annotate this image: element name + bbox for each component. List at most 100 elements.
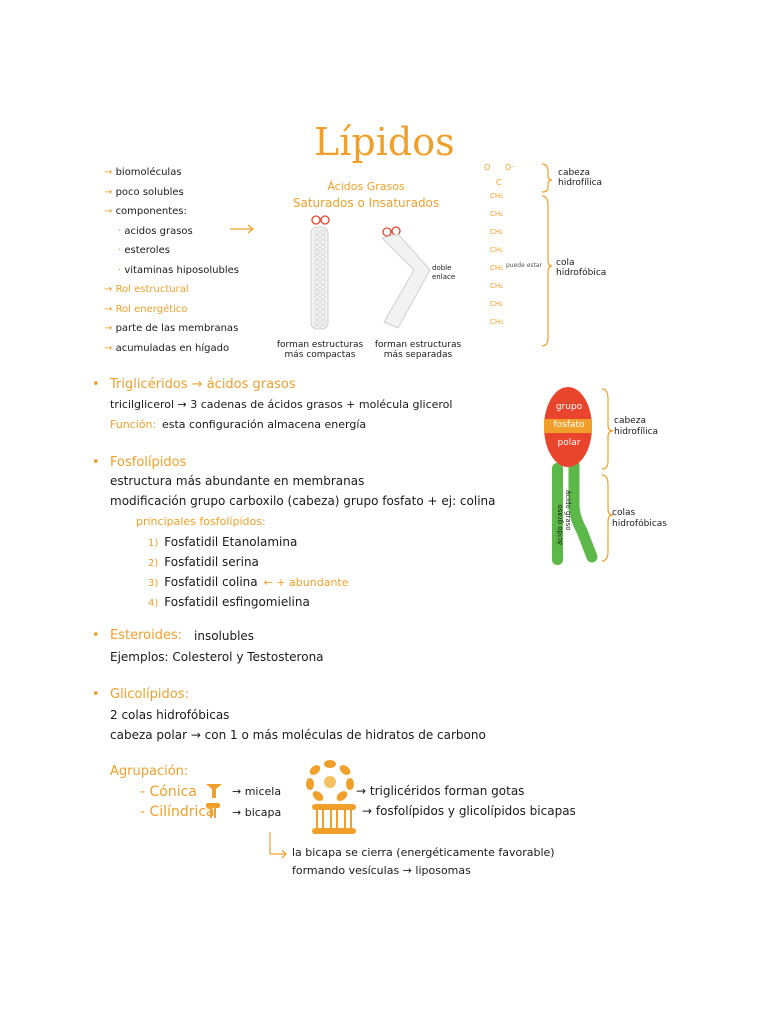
intro-list-text: acidos grasos xyxy=(124,225,193,237)
intro-list-item: → acumuladas en hígado xyxy=(104,339,284,359)
bullet-phospholipids: • xyxy=(92,455,100,470)
lipid-shape-icons xyxy=(206,784,222,818)
intro-list-text: componentes: xyxy=(115,206,187,217)
closing-line1: la bicapa se cierra (energéticamente fav… xyxy=(292,846,555,859)
bullet-arrow-icon: → xyxy=(104,342,116,354)
intro-list-text: acumuladas en hígado xyxy=(115,342,230,354)
triglicerides-line1: tricilglicerol → 3 cadenas de ácidos gra… xyxy=(110,398,453,411)
steroids-examples: Ejemplos: Colesterol y Testosterona xyxy=(110,650,324,664)
intro-list-text: Rol estructural xyxy=(115,284,189,295)
intro-list-item: → biomoléculas xyxy=(104,163,284,183)
chain-carbon: C xyxy=(496,178,502,187)
phospholipids-list: 1) Fosfatidil Etanolamina 2) Fosfatidil ser… xyxy=(148,532,349,612)
micelle-label: → micela xyxy=(232,785,282,798)
phospholipids-title: Fosfolípidos xyxy=(110,455,187,470)
bullet-glycolipids: • xyxy=(92,687,100,702)
phospholipid-item-number: 4) xyxy=(148,598,159,609)
phospholipid-illustration xyxy=(544,387,598,565)
chain-oxygen-left: O xyxy=(484,163,491,172)
chain-group: CH₂ xyxy=(490,228,503,236)
bullet-steroids: • xyxy=(92,628,100,643)
bullet-arrow-icon: · xyxy=(118,245,125,256)
grouping-conic: - Cónica xyxy=(140,784,197,800)
glycolipids-title: Glicolípidos: xyxy=(110,687,189,702)
steroids-text: insolubles xyxy=(194,629,255,643)
phospholipid-braces xyxy=(601,388,614,562)
chain-note: puede estar xyxy=(506,262,543,269)
fatty-acids-heading: Ácidos Grasos xyxy=(327,180,405,193)
micelle-bilayer-illustration xyxy=(306,760,356,834)
tail2-label: ácido graso xyxy=(564,490,572,531)
steroids-title: Esteroides: xyxy=(110,628,183,643)
intro-list-text: Rol energético xyxy=(115,303,188,315)
page-title: Lípidos xyxy=(314,120,455,164)
phospholipids-subtitle: principales fosfolípidos: xyxy=(136,515,266,528)
chain-braces xyxy=(541,163,553,347)
intro-list-item: · vitaminas hiposolubles xyxy=(104,261,284,281)
phospholipid-item: 2) Fosfatidil serina xyxy=(148,552,349,572)
intro-list-text: esteroles xyxy=(124,245,170,256)
tail1-label: ácido graso xyxy=(556,504,564,545)
intro-list-item: → Rol estructural xyxy=(104,280,284,300)
phospholipids-line2: modificación grupo carboxilo (cabeza) gr… xyxy=(110,494,496,508)
phospholipid-tail-label: colas hidrofóbicas xyxy=(612,508,667,529)
phospholipid-item: 4) Fosfatidil esfingomielina xyxy=(148,592,349,612)
phospholipid-item-number: 2) xyxy=(148,558,159,569)
grouping-title: Agrupación: xyxy=(110,764,189,779)
unsaturated-caption: forman estructuras más separadas xyxy=(374,340,462,360)
double-bond-label: doble enlace xyxy=(432,264,456,281)
chain-head-label: cabeza hidrofílica xyxy=(558,168,603,188)
phospholipids-line1: estructura más abundante en membranas xyxy=(110,474,365,488)
phospholipid-head-line2: fosfato xyxy=(553,420,585,430)
bullet-arrow-icon: · xyxy=(118,225,125,237)
intro-list-item: → poco solubles xyxy=(104,183,284,203)
phospholipid-item: 1) Fosfatidil Etanolamina xyxy=(148,532,349,552)
phospholipid-item-text: Fosfatidil Etanolamina xyxy=(164,535,298,549)
intro-list-item: · acidos grasos xyxy=(104,222,284,242)
phospholipid-item-number: 3) xyxy=(148,578,159,589)
bullet-arrow-icon: → xyxy=(104,186,116,198)
chain-tail-label: cola hidrofóbica xyxy=(556,258,607,278)
corner-arrow-icon xyxy=(269,832,287,859)
bullet-arrow-icon: → xyxy=(104,303,116,315)
intro-list-text: poco solubles xyxy=(115,186,184,198)
triglicerides-title: Triglicéridos → ácidos grasos xyxy=(110,377,296,392)
function-text: esta configuración almacena energía xyxy=(162,418,367,431)
phospholipid-head-label: cabeza hidrofílica xyxy=(614,416,659,437)
glycolipids-line2: cabeza polar → con 1 o más moléculas de … xyxy=(110,728,486,742)
intro-list-text: vitaminas hiposolubles xyxy=(124,264,239,276)
intro-list-text: parte de las membranas xyxy=(115,323,239,334)
intro-list: → biomoléculas→ poco solubles→ component… xyxy=(104,163,284,358)
phospholipid-item-note: ← + abundante xyxy=(263,576,349,589)
fatty-acids-subheading: Saturados o Insaturados xyxy=(292,196,440,210)
chain-group: CH₂ xyxy=(490,264,503,272)
bullet-arrow-icon: → xyxy=(104,284,116,295)
glycolipids-line1: 2 colas hidrofóbicas xyxy=(110,708,230,722)
intro-list-text: biomoléculas xyxy=(115,167,182,178)
function-label: Función: xyxy=(110,418,157,431)
chain-group: CH₂ xyxy=(490,246,503,254)
grouping-cylindrical: - Cilíndrica xyxy=(140,804,215,820)
phospholipid-item-text: Fosfatidil esfingomielina xyxy=(164,595,310,609)
intro-list-item: → Rol energético xyxy=(104,300,284,320)
intro-list-item: · esteroles xyxy=(104,241,284,261)
fatty-acid-chains-illustration xyxy=(230,215,431,330)
bullet-triglicerides: • xyxy=(92,377,100,392)
phospholipid-head-line1: grupo xyxy=(555,402,583,412)
chain-group: CH₂ xyxy=(490,300,503,308)
bullet-arrow-icon: · xyxy=(118,264,125,276)
phospholipid-item-text: Fosfatidil serina xyxy=(164,555,259,569)
phospholipid-item: 3)Fosfatidil colina← + abundante xyxy=(148,572,349,592)
phospholipid-item-number: 1) xyxy=(148,538,159,549)
saturated-caption: forman estructuras más compactas xyxy=(276,340,364,360)
closing-line2: formando vesículas → liposomas xyxy=(292,864,471,877)
bullet-arrow-icon: → xyxy=(104,323,116,334)
chain-group: CH₃ xyxy=(490,318,503,326)
intro-list-item: → parte de las membranas xyxy=(104,319,284,339)
bilayer-label: → bicapa xyxy=(232,806,282,819)
intro-list-item: → componentes: xyxy=(104,202,284,222)
bilayer-result: → fosfolípidos y glicolípidos bicapas xyxy=(362,804,576,818)
chain-group: CH₂ xyxy=(490,210,503,218)
bullet-arrow-icon: → xyxy=(104,167,116,178)
